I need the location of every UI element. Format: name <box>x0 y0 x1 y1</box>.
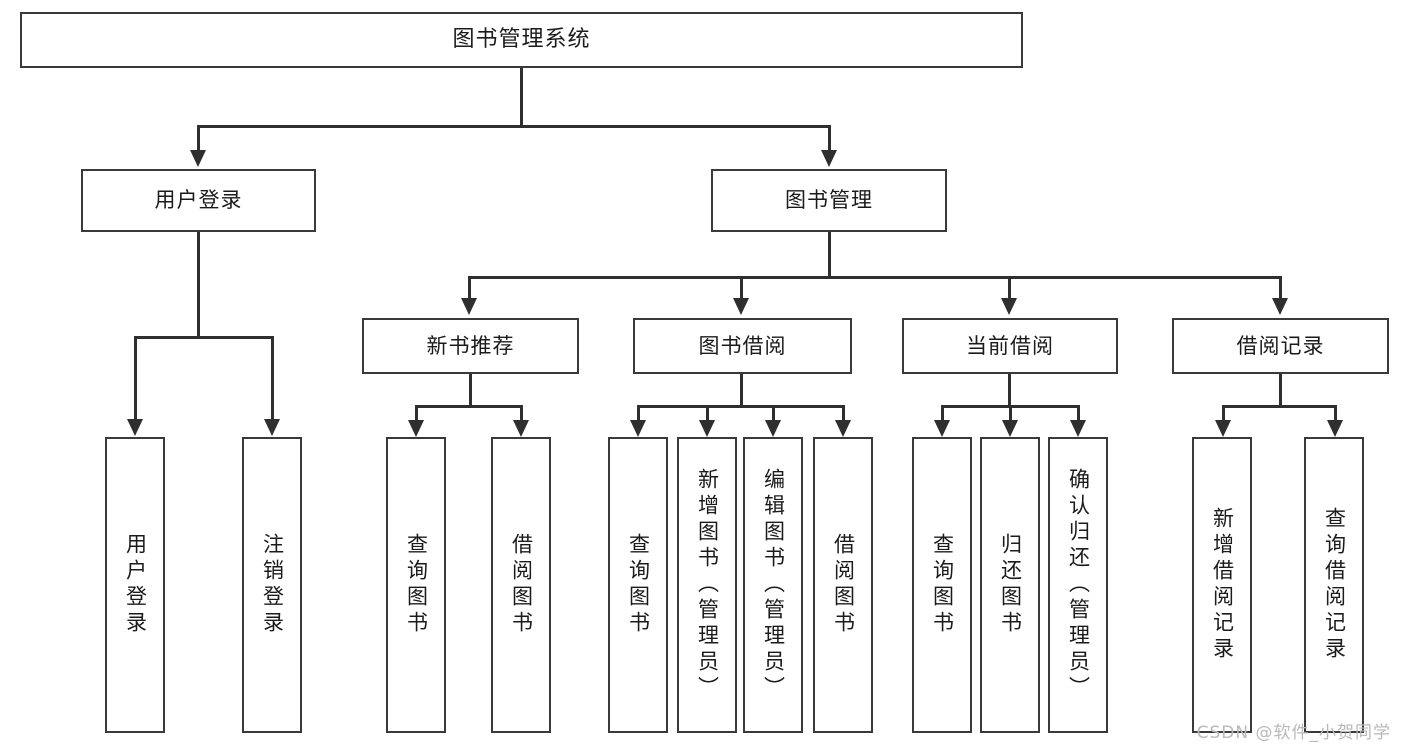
node-label: 借阅记录 <box>1236 333 1325 358</box>
connector-root-bar <box>197 125 831 128</box>
leaf-logout[interactable]: 注销登录 <box>242 437 302 733</box>
connector-borrow-to-leaf3 <box>772 405 775 422</box>
connector-bookmgmt-stem <box>828 232 831 278</box>
arrow-borrow-to-leaf2 <box>699 420 715 437</box>
connector-recommend-to-leaf2 <box>520 405 523 422</box>
connector-current-to-leaf1 <box>941 405 944 422</box>
leaf-edit-book-admin[interactable]: 编辑图书（管理员） <box>743 437 803 733</box>
node-label: 用户登录 <box>154 188 243 213</box>
node-book-borrow[interactable]: 图书借阅 <box>633 318 852 374</box>
arrow-recommend-to-leaf2 <box>513 420 529 437</box>
connector-bookmgmt-to-l3-4 <box>1279 276 1282 300</box>
connector-borrow-to-leaf4 <box>842 405 845 422</box>
leaf-label: 查询图书 <box>930 533 955 637</box>
leaf-label: 新增图书（管理员） <box>695 468 720 702</box>
node-label: 当前借阅 <box>966 333 1054 358</box>
connector-bookmgmt-bar <box>468 276 1280 279</box>
connector-record-stem <box>1279 374 1282 407</box>
node-book-management[interactable]: 图书管理 <box>711 169 947 232</box>
leaf-label: 注销登录 <box>260 533 285 637</box>
arrow-login-to-leaf1 <box>127 419 143 436</box>
arrow-current-to-leaf2 <box>1002 420 1018 437</box>
leaf-query-book-recommend[interactable]: 查询图书 <box>386 437 446 733</box>
arrow-borrow-to-leaf3 <box>765 420 781 437</box>
connector-bookmgmt-to-l3-3 <box>1008 276 1011 300</box>
node-label: 新书推荐 <box>426 333 515 358</box>
arrow-borrow-to-leaf1 <box>630 420 646 437</box>
connector-login-to-leaf1 <box>134 336 137 421</box>
connector-borrow-stem <box>740 374 743 407</box>
connector-current-to-leaf2 <box>1009 405 1012 422</box>
arrow-root-to-bookmgmt <box>821 150 837 167</box>
leaf-label: 查询图书 <box>626 533 651 637</box>
leaf-label: 用户登录 <box>123 533 148 637</box>
connector-bookmgmt-to-l3-2 <box>740 276 743 300</box>
leaf-label: 借阅图书 <box>509 533 534 637</box>
arrow-current-to-leaf1 <box>934 420 950 437</box>
connector-recommend-to-leaf1 <box>415 405 418 422</box>
connector-recommend-bar <box>415 405 523 408</box>
connector-record-to-leaf2 <box>1334 405 1337 422</box>
arrow-borrow-to-leaf4 <box>835 420 851 437</box>
leaf-label: 查询借阅记录 <box>1322 507 1347 663</box>
leaf-query-borrow-record[interactable]: 查询借阅记录 <box>1304 437 1364 733</box>
leaf-add-book-admin[interactable]: 新增图书（管理员） <box>677 437 737 733</box>
leaf-label: 确认归还（管理员） <box>1066 468 1091 702</box>
leaf-label: 编辑图书（管理员） <box>761 468 786 702</box>
arrow-bookmgmt-to-l3-4 <box>1272 298 1288 315</box>
arrow-current-to-leaf3 <box>1070 420 1086 437</box>
leaf-user-login[interactable]: 用户登录 <box>105 437 165 733</box>
leaf-borrow-book-recommend[interactable]: 借阅图书 <box>491 437 551 733</box>
connector-login-to-leaf2 <box>271 336 274 421</box>
leaf-label: 查询图书 <box>404 533 429 637</box>
connector-login-stem <box>197 232 200 338</box>
node-root-system[interactable]: 图书管理系统 <box>20 12 1023 68</box>
connector-root-to-login <box>197 125 200 152</box>
arrow-bookmgmt-to-l3-1 <box>461 298 477 315</box>
arrow-bookmgmt-to-l3-2 <box>733 298 749 315</box>
connector-recommend-stem <box>469 374 472 407</box>
arrow-bookmgmt-to-l3-3 <box>1001 298 1017 315</box>
connector-current-to-leaf3 <box>1077 405 1080 422</box>
connector-record-to-leaf1 <box>1222 405 1225 422</box>
connector-current-stem <box>1008 374 1011 407</box>
leaf-return-book[interactable]: 归还图书 <box>980 437 1040 733</box>
arrow-root-to-login <box>190 150 206 167</box>
connector-login-bar <box>134 336 274 339</box>
node-new-book-recommend[interactable]: 新书推荐 <box>362 318 579 374</box>
leaf-label: 借阅图书 <box>831 533 856 637</box>
leaf-confirm-return-admin[interactable]: 确认归还（管理员） <box>1048 437 1108 733</box>
leaf-label: 新增借阅记录 <box>1210 507 1235 663</box>
leaf-borrow-book[interactable]: 借阅图书 <box>813 437 873 733</box>
connector-bookmgmt-to-l3-1 <box>468 276 471 300</box>
arrow-recommend-to-leaf1 <box>408 420 424 437</box>
arrow-record-to-leaf1 <box>1215 420 1231 437</box>
node-label: 图书借阅 <box>698 333 787 358</box>
arrow-record-to-leaf2 <box>1327 420 1343 437</box>
leaf-label: 归还图书 <box>998 533 1023 637</box>
connector-record-bar <box>1222 405 1337 408</box>
node-user-login[interactable]: 用户登录 <box>81 169 316 232</box>
leaf-add-borrow-record[interactable]: 新增借阅记录 <box>1192 437 1252 733</box>
node-current-borrow[interactable]: 当前借阅 <box>902 318 1118 374</box>
connector-borrow-bar <box>637 405 845 408</box>
node-borrow-record[interactable]: 借阅记录 <box>1172 318 1389 374</box>
connector-root-stem <box>520 68 523 127</box>
leaf-query-book-current[interactable]: 查询图书 <box>912 437 972 733</box>
connector-borrow-to-leaf2 <box>706 405 709 422</box>
connector-borrow-to-leaf1 <box>637 405 640 422</box>
node-label: 图书管理 <box>785 188 873 213</box>
leaf-query-book-borrow[interactable]: 查询图书 <box>608 437 668 733</box>
arrow-login-to-leaf2 <box>264 419 280 436</box>
connector-root-to-bookmgmt <box>828 125 831 152</box>
node-label: 图书管理系统 <box>452 27 591 53</box>
